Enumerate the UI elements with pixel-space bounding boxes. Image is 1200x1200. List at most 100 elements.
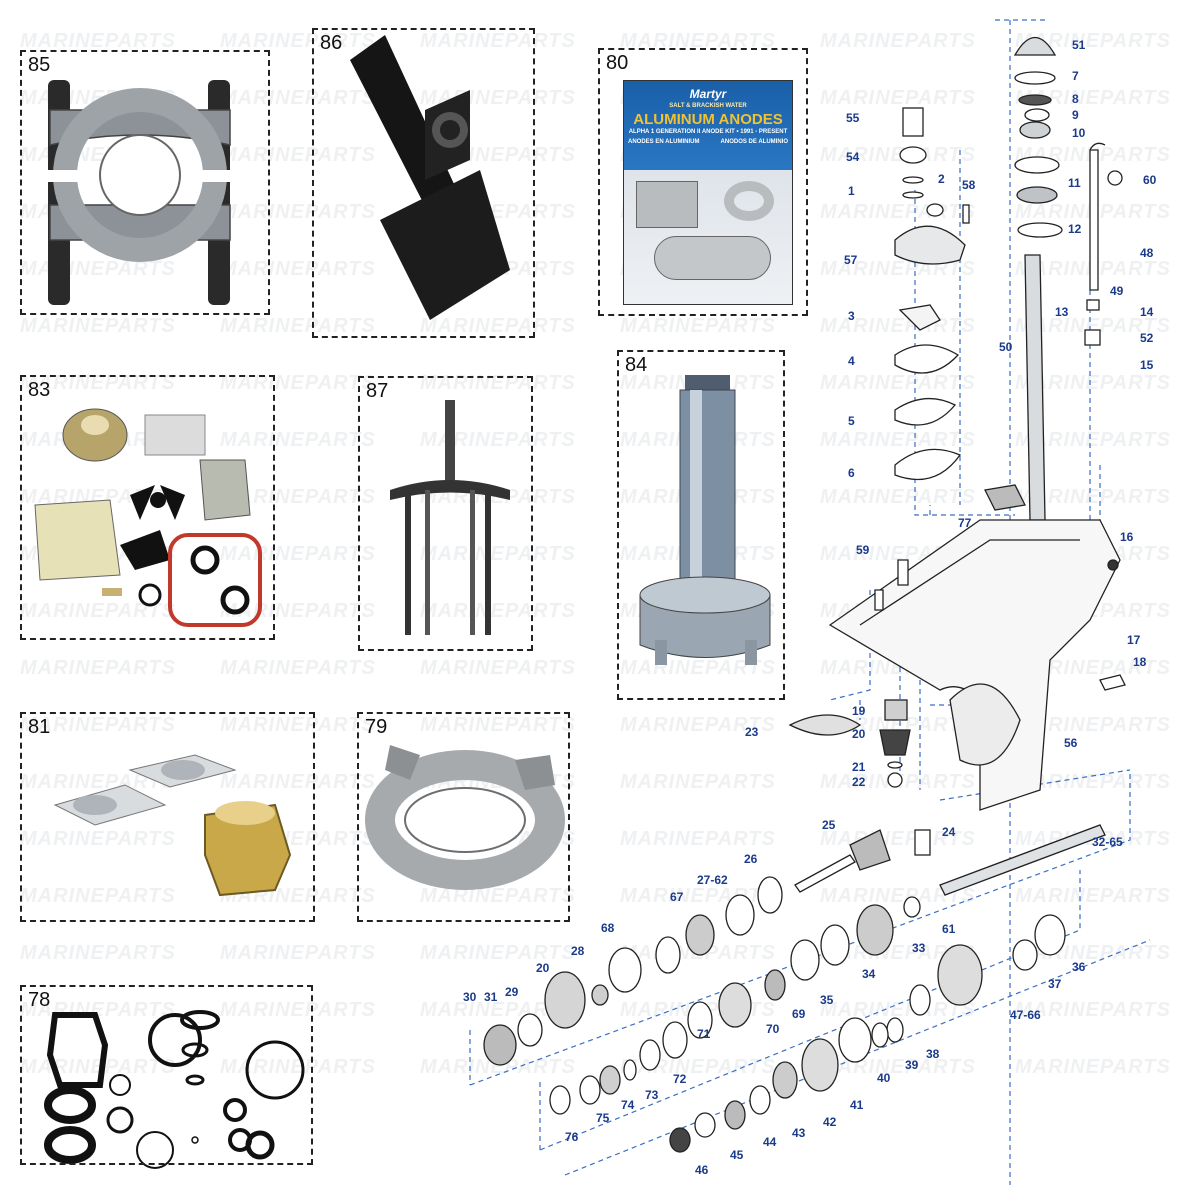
tab-washers-and-nut: [53, 754, 292, 897]
watermark-text: MARINEPARTS: [420, 942, 576, 964]
part-callout-label: 3: [848, 309, 855, 323]
watermark-text: MARINEPARTS: [420, 600, 576, 622]
watermark-text: MARINEPARTS: [20, 885, 176, 907]
watermark-text: MARINEPARTS: [20, 372, 176, 394]
watermark-text: MARINEPARTS: [1015, 87, 1171, 109]
puller-tool: [390, 400, 510, 635]
part-callout-label: 23: [745, 725, 759, 739]
part-callout-label: 29: [505, 985, 519, 999]
part-callout-label: 25: [822, 818, 836, 832]
watermark-text: MARINEPARTS: [220, 144, 376, 166]
watermark-text: MARINEPARTS: [420, 543, 576, 565]
part-callout-label: 30: [463, 990, 477, 1004]
part-callout-label: 10: [1072, 126, 1086, 140]
part-callout-label: 72: [673, 1072, 687, 1086]
part-callout-label: 76: [565, 1130, 579, 1144]
part-callout-label: 69: [792, 1007, 806, 1021]
watermark-text: MARINEPARTS: [820, 885, 976, 907]
watermark-text: MARINEPARTS: [220, 657, 376, 679]
part-callout-label: 1: [848, 184, 855, 198]
kit-number: 80: [606, 52, 629, 74]
part-callout-label: 21: [852, 760, 866, 774]
watermark-text: MARINEPARTS: [220, 258, 376, 280]
watermark-text: MARINEPARTS: [620, 30, 776, 52]
part-callout-label: 17: [1127, 633, 1141, 647]
watermark-text: MARINEPARTS: [1015, 714, 1171, 736]
part-callout-label: 57: [844, 253, 858, 267]
kit-number: 79: [365, 716, 388, 738]
part-callout-label: 40: [877, 1071, 891, 1085]
part-callout-label: 26: [744, 852, 758, 866]
watermark-text: MARINEPARTS: [220, 942, 376, 964]
watermark-text: MARINEPARTS: [620, 828, 776, 850]
part-callout-label: 74: [621, 1098, 635, 1112]
anode-kit-card: Martyr SALT & BRACKISH WATER ALUMINUM AN…: [623, 80, 793, 305]
kit-box-87: 87: [358, 376, 533, 651]
part-callout-label: 7: [1072, 69, 1079, 83]
watermark-text: MARINEPARTS: [20, 771, 176, 793]
part-callout-label: 39: [905, 1058, 919, 1072]
part-callout-label: 16: [1120, 530, 1134, 544]
watermark-text: MARINEPARTS: [820, 87, 976, 109]
watermark-text: MARINEPARTS: [1015, 885, 1171, 907]
watermark-text: MARINEPARTS: [1015, 315, 1171, 337]
part-callout-label: 77: [958, 516, 972, 530]
watermark-text: MARINEPARTS: [420, 657, 576, 679]
part-callout-label: 19: [852, 704, 866, 718]
watermark-text: MARINEPARTS: [1015, 30, 1171, 52]
watermark-text: MARINEPARTS: [420, 30, 576, 52]
watermark-text: MARINEPARTS: [220, 1056, 376, 1078]
part-callout-label: 50: [999, 340, 1013, 354]
pinion-nut-wrench-tool: [350, 35, 510, 320]
card-subtitle: SALT & BRACKISH WATER: [669, 103, 747, 109]
watermark-text: MARINEPARTS: [1015, 486, 1171, 508]
watermark-text: MARINEPARTS: [220, 771, 376, 793]
watermark-text: MARINEPARTS: [220, 372, 376, 394]
anode-ring: [365, 745, 565, 890]
kit-number: 85: [28, 54, 51, 76]
part-callout-label: 14: [1140, 305, 1154, 319]
anode-block: [636, 181, 698, 228]
part-callout-label: 59: [856, 543, 870, 557]
kit-number: 86: [320, 32, 343, 54]
kit-box-85: 85: [20, 50, 270, 315]
bearing-separator-tool: [40, 80, 240, 305]
part-callout-label: 73: [645, 1088, 659, 1102]
watermark-text: MARINEPARTS: [220, 315, 376, 337]
watermark-text: MARINEPARTS: [1015, 372, 1171, 394]
watermark-text: MARINEPARTS: [20, 714, 176, 736]
part-callout-label: 58: [962, 178, 976, 192]
kit-number: 78: [28, 989, 51, 1011]
kit-box-80: 80: [598, 48, 808, 316]
part-callout-label: 20: [852, 727, 866, 741]
watermark-text: MARINEPARTS: [1015, 771, 1171, 793]
part-callout-label: 48: [1140, 246, 1154, 260]
watermark-text: MARINEPARTS: [20, 942, 176, 964]
card-spanish-left: ANODES EN ALUMINIUM: [628, 139, 700, 145]
part-callout-label: 68: [601, 921, 615, 935]
watermark-text: MARINEPARTS: [220, 999, 376, 1021]
part-callout-label: 24: [942, 825, 956, 839]
watermark-text: MARINEPARTS: [620, 315, 776, 337]
kit-box-83: 83: [20, 375, 275, 640]
water-pump-kit: [34, 408, 262, 627]
watermark-text: MARINEPARTS: [820, 714, 976, 736]
kit-box-81: 81: [20, 712, 315, 922]
part-callout-label: 71: [697, 1027, 711, 1041]
part-callout-label: 28: [571, 944, 585, 958]
part-callout-label: 2: [938, 172, 945, 186]
part-callout-label: 38: [926, 1047, 940, 1061]
part-callout-label: 27-62: [697, 873, 728, 887]
part-callout-label: 13: [1055, 305, 1069, 319]
anode-ring-small: [724, 181, 774, 221]
watermark-text: MARINEPARTS: [20, 828, 176, 850]
part-callout-label: 18: [1133, 655, 1147, 669]
watermark-text: MARINEPARTS: [20, 315, 176, 337]
watermark-text: MARINEPARTS: [220, 201, 376, 223]
watermark-text: MARINEPARTS: [1015, 429, 1171, 451]
part-callout-label: 9: [1072, 108, 1079, 122]
part-callout-label: 47-66: [1010, 1008, 1041, 1022]
part-callout-label: 55: [846, 111, 860, 125]
kit-number: 84: [625, 354, 648, 376]
